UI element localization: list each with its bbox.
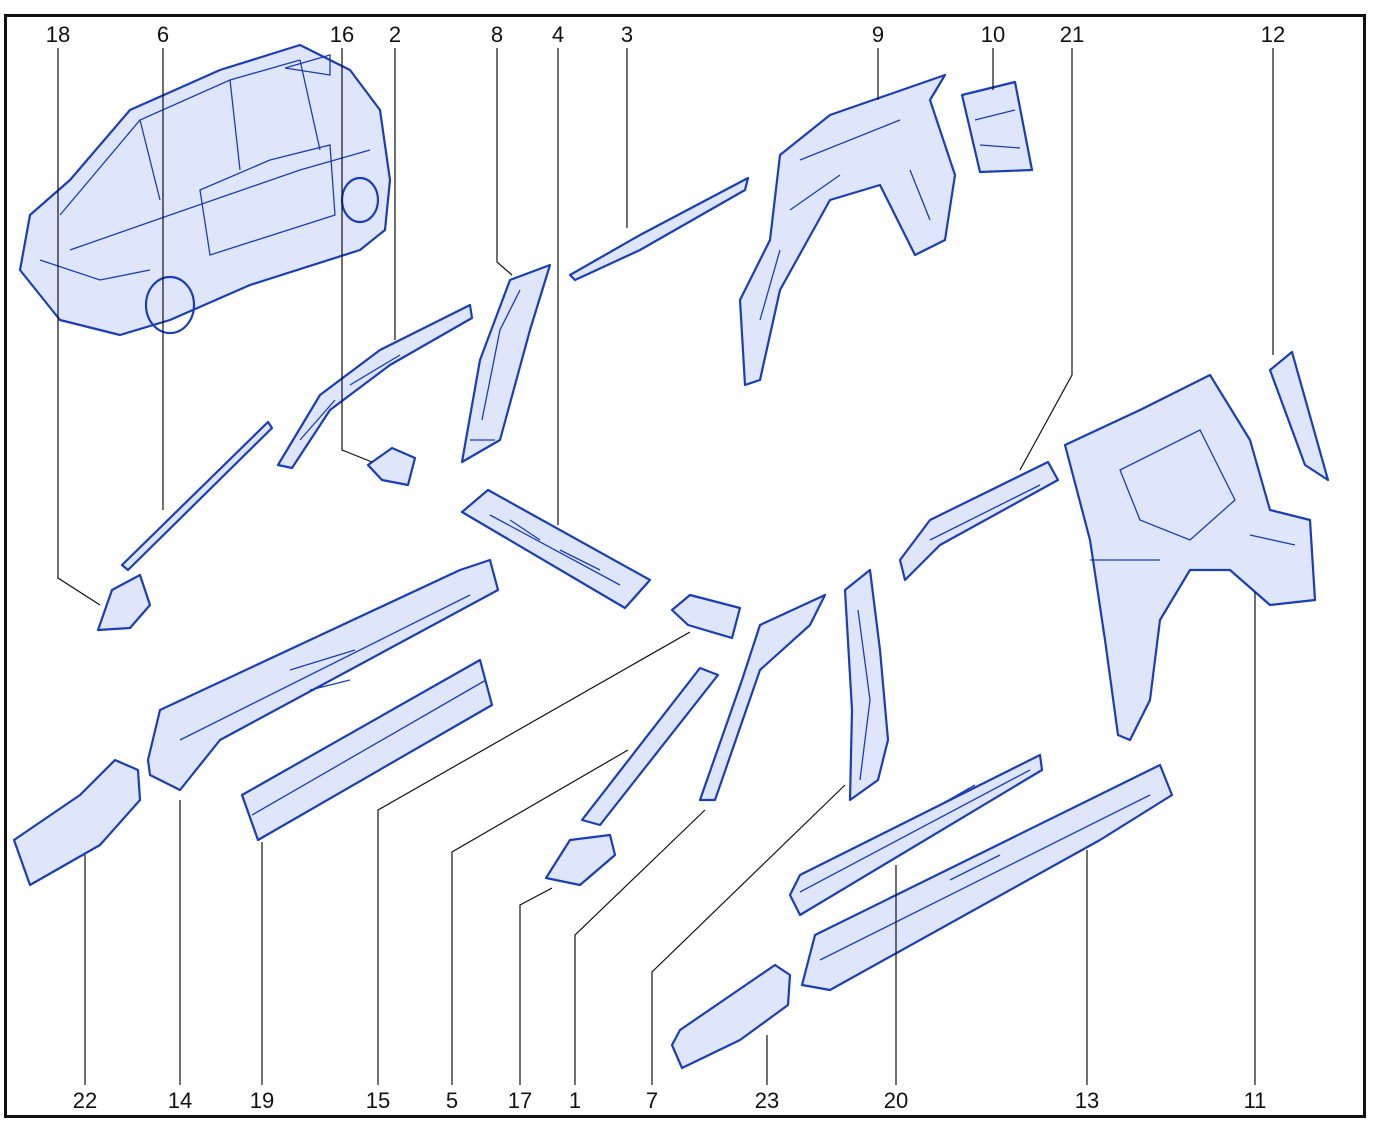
- minivan-outline-icon: [18, 43, 392, 337]
- callout-5: 5: [445, 1088, 459, 1113]
- part-19-sill: [240, 658, 494, 842]
- part-3-roof-cross-rail: [568, 176, 750, 282]
- part-23-rear-extension: [670, 963, 792, 1070]
- callout-20: 20: [883, 1088, 909, 1113]
- part-13-sill-reinforcement: [800, 763, 1174, 992]
- callout-22: 22: [72, 1088, 98, 1113]
- part-4-cowl: [460, 488, 652, 610]
- callout-6: 6: [156, 22, 170, 47]
- callout-9: 9: [871, 22, 885, 47]
- part-8-b-pillar-reinforcement: [460, 263, 552, 464]
- callout-21: 21: [1059, 22, 1085, 47]
- part-5-pillar-strip: [580, 666, 720, 827]
- callout-3: 3: [620, 22, 634, 47]
- callout-16: 16: [329, 22, 355, 47]
- callout-4: 4: [551, 22, 565, 47]
- callout-7: 7: [645, 1088, 659, 1113]
- part-15-bracket: [670, 593, 742, 640]
- diagram-frame: [4, 14, 1366, 1118]
- part-16-bracket: [366, 446, 417, 487]
- leader-lines: [57, 48, 1274, 1085]
- part-1-pillar-reinforcement: [698, 593, 827, 802]
- part-12-bracket: [1268, 350, 1330, 482]
- part-2-a-pillar-upper: [276, 303, 474, 470]
- callout-17: 17: [507, 1088, 533, 1113]
- part-10-bracket: [960, 80, 1034, 174]
- part-9-rear-inner-quarter: [738, 73, 957, 387]
- part-6-roof-rail: [120, 420, 274, 572]
- part-11-quarter-panel: [1063, 373, 1317, 742]
- part-22-front-extension: [12, 758, 142, 887]
- part-18-bracket: [96, 573, 152, 632]
- callout-19: 19: [249, 1088, 275, 1113]
- callout-23: 23: [754, 1088, 780, 1113]
- callout-14: 14: [167, 1088, 193, 1113]
- part-20-outer-sill: [788, 753, 1044, 917]
- callout-18: 18: [45, 22, 71, 47]
- callout-2: 2: [388, 22, 402, 47]
- part-17-bracket: [544, 833, 617, 887]
- callout-11: 11: [1243, 1088, 1267, 1113]
- callout-8: 8: [490, 22, 504, 47]
- callout-1: 1: [568, 1088, 582, 1113]
- callout-12: 12: [1260, 22, 1286, 47]
- part-14-front-side-member: [146, 558, 500, 792]
- callout-15: 15: [365, 1088, 391, 1113]
- part-21-rear-cross-member: [898, 460, 1060, 582]
- callout-10: 10: [980, 22, 1006, 47]
- callout-13: 13: [1074, 1088, 1100, 1113]
- part-7-b-pillar: [843, 568, 890, 802]
